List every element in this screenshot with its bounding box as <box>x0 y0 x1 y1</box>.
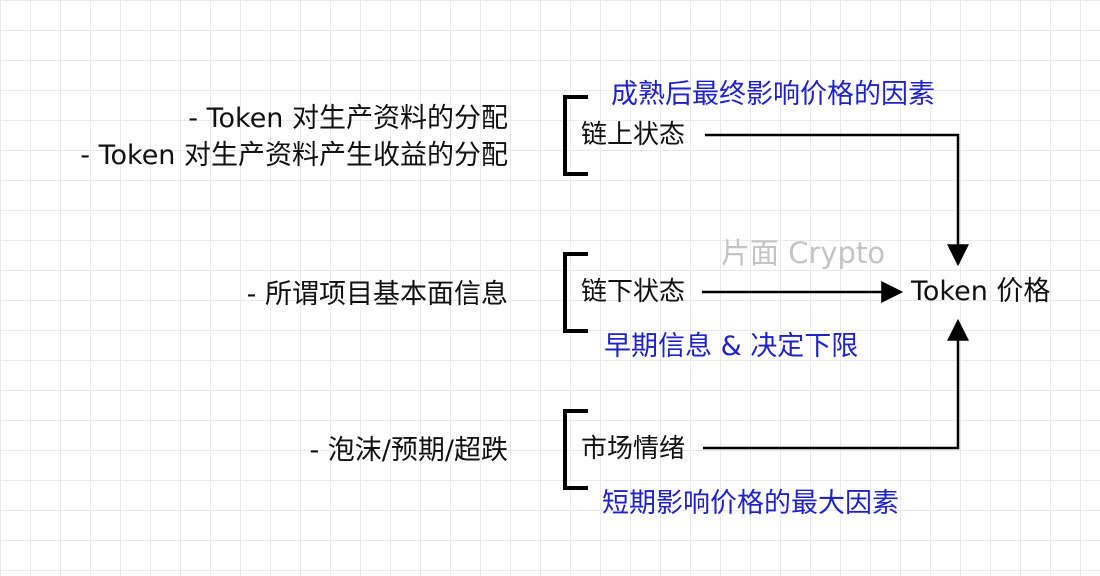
node-market-sentiment: 市场情绪 <box>581 434 686 464</box>
node-token-price: Token 价格 <box>911 276 1051 307</box>
connector-onchain-to-target <box>705 133 969 267</box>
note-offchain: 早期信息 & 决定下限 <box>604 331 859 362</box>
bracket-onchain <box>563 95 588 176</box>
text-fundamentals-info: - 所谓项目基本面信息 <box>246 279 508 310</box>
note-sentiment: 短期影响价格的最大因素 <box>602 488 899 519</box>
text-bubble-expectation: - 泡沫/预期/超跌 <box>309 435 508 466</box>
node-onchain-state: 链上状态 <box>581 120 686 150</box>
bracket-offchain <box>563 252 588 333</box>
text-token-production-allocation: - Token 对生产资料的分配 <box>188 103 508 134</box>
connector-sentiment-to-target <box>703 318 969 450</box>
node-offchain-state: 链下状态 <box>581 277 686 307</box>
bracket-sentiment <box>563 409 588 490</box>
text-token-yield-allocation: - Token 对生产资料产生收益的分配 <box>80 140 508 171</box>
note-onchain: 成熟后最终影响价格的因素 <box>611 79 935 110</box>
watermark-text: 片面 Crypto <box>721 236 886 270</box>
